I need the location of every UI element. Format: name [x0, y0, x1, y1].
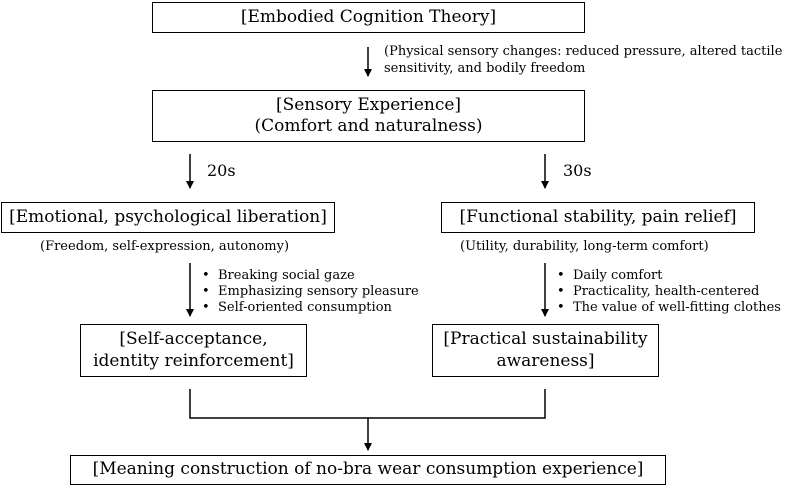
right-functional-box: [Functional stability, pain relief] — [441, 202, 755, 233]
right-result-box: [Practical sustainability awareness] — [432, 324, 659, 377]
sensory-line2: (Comfort and naturalness) — [254, 116, 483, 136]
age-label-20s: 20s — [207, 161, 236, 180]
left-emotional-box: [Emotional, psychological liberation] — [1, 202, 335, 233]
meaning-construction-box: [Meaning construction of no-bra wear con… — [70, 455, 666, 485]
right-box-label: [Functional stability, pain relief] — [459, 206, 737, 227]
physical-changes-note: (Physical sensory changes: reduced press… — [384, 43, 782, 77]
list-item: The value of well-fitting clothes — [555, 300, 781, 316]
sensory-line1: [Sensory Experience] — [275, 94, 462, 115]
theory-label: [Embodied Cognition Theory] — [240, 6, 497, 27]
list-item: Breaking social gaze — [200, 268, 419, 284]
right-detail: (Utility, durability, long-term comfort) — [460, 239, 709, 254]
right-bullet-list: Daily comfort Practicality, health-cente… — [555, 268, 781, 316]
theory-box: [Embodied Cognition Theory] — [152, 2, 585, 33]
left-result-line2: identity reinforcement] — [93, 350, 294, 371]
list-item: Daily comfort — [555, 268, 781, 284]
physical-changes-line1: (Physical sensory changes: reduced press… — [384, 44, 783, 59]
left-result-box: [Self-acceptance, identity reinforcement… — [80, 324, 307, 377]
physical-changes-line2: sensitivity, and bodily freedom — [384, 61, 586, 76]
left-box-label: [Emotional, psychological liberation] — [9, 206, 327, 227]
age-label-30s: 30s — [563, 161, 592, 180]
merge-bracket — [189, 389, 546, 419]
list-item: Self-oriented consumption — [200, 300, 419, 316]
left-detail: (Freedom, self-expression, autonomy) — [40, 239, 290, 254]
meaning-label: [Meaning construction of no-bra wear con… — [92, 459, 644, 480]
list-item: Practicality, health-centered — [555, 284, 781, 300]
right-result-line2: awareness] — [496, 350, 595, 371]
sensory-experience-box: [Sensory Experience] (Comfort and natura… — [152, 90, 585, 142]
right-result-line1: [Practical sustainability — [443, 329, 648, 350]
left-result-line1: [Self-acceptance, — [119, 329, 268, 350]
list-item: Emphasizing sensory pleasure — [200, 284, 419, 300]
left-bullet-list: Breaking social gaze Emphasizing sensory… — [200, 268, 419, 316]
